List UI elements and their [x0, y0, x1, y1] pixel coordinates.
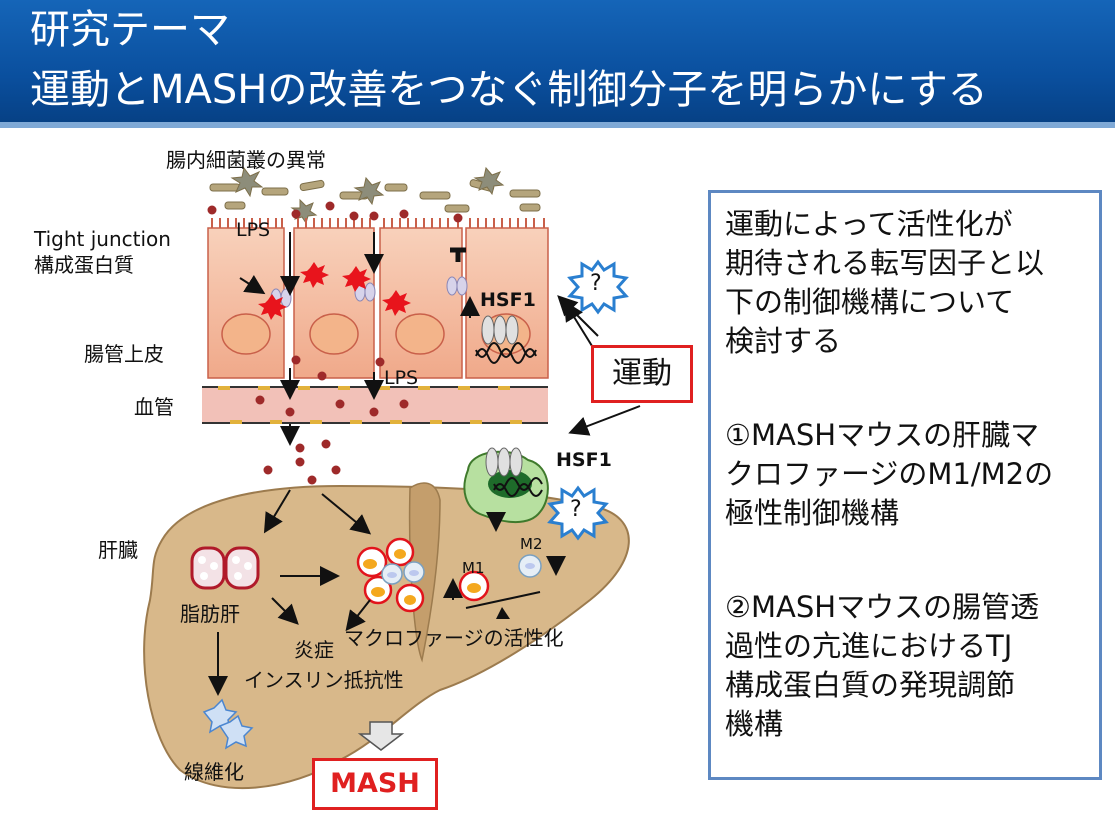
dysbiosis-label: 腸内細菌叢の異常 [166, 148, 326, 172]
hsf1-label-top: HSF1 [480, 289, 536, 311]
hsf1-trimer-liver [485, 447, 523, 477]
mash-down-arrow [357, 721, 405, 751]
panel-line: 過性の亢進におけるTJ [725, 629, 1013, 663]
title-line-1: 研究テーマ [30, 7, 230, 53]
tight-junction-label-jp: 構成蛋白質 [34, 253, 134, 277]
m2-label: M2 [520, 535, 543, 553]
flow-arrows [208, 232, 641, 696]
fatty-liver-label: 脂肪肝 [180, 602, 240, 626]
mash-box: MASH [312, 758, 438, 810]
panel-line: 構成蛋白質の発現調節 [725, 668, 1016, 702]
panel-line: 機構 [725, 707, 784, 741]
lps-particles [207, 201, 463, 543]
m1-label: M1 [462, 559, 485, 577]
blood-vessel-label: 血管 [134, 395, 174, 419]
balance-fulcrum [496, 607, 510, 619]
title-line-2: 運動とMASHの改善をつなぐ制御分子を明らかにする [30, 67, 988, 113]
panel-line: 下の制御機構について [725, 285, 1015, 319]
tight-junction-label-en: Tight junction [34, 227, 171, 251]
research-aims-panel: 運動によって活性化が 期待される転写因子と以 下の制御機構について 検討する ①… [708, 190, 1102, 780]
panel-line: 期待される転写因子と以 [725, 246, 1045, 280]
question-burst-top [567, 259, 629, 315]
question-mark-bottom: ? [570, 497, 582, 522]
lps-label-top: LPS [236, 219, 271, 241]
balance-lever [465, 591, 541, 609]
panel-line: 極性制御機構 [725, 496, 900, 530]
question-mark-top: ? [590, 271, 602, 296]
liver-label: 肝臓 [98, 538, 138, 562]
inflammation-label: 炎症 [294, 638, 334, 662]
liver-shape [143, 484, 630, 790]
panel-line: クロファージのM1/M2の [725, 457, 1054, 491]
panel-line: 運動によって活性化が [725, 207, 1013, 241]
m2-macrophage [518, 554, 542, 578]
exercise-box: 運動 [591, 345, 693, 403]
lps-label-mid: LPS [384, 367, 419, 389]
m1-macrophage [458, 570, 490, 602]
question-burst-bottom [547, 485, 609, 541]
intestinal-epithelium-label: 腸管上皮 [84, 342, 164, 366]
macrophage-cluster [356, 537, 425, 613]
kupffer-nucleus [488, 470, 532, 498]
panel-line: 検討する [725, 324, 842, 358]
fibrosis-label: 線維化 [184, 760, 244, 784]
banner-underline [0, 122, 1115, 128]
fatty-liver-cells [190, 546, 260, 590]
title-banner: 研究テーマ 運動とMASHの改善をつなぐ制御分子を明らかにする [0, 0, 1115, 128]
panel-line: ②MASHマウスの腸管透 [725, 590, 1040, 624]
fibrosis-cells [202, 698, 254, 750]
insulin-resistance-label: インスリン抵抗性 [244, 668, 404, 692]
macrophage-activation-label: マクロファージの活性化 [344, 626, 564, 650]
intestinal-epithelium [207, 218, 549, 379]
hsf1-label-bottom: HSF1 [556, 449, 612, 471]
panel-line: ①MASHマウスの肝臓マ [725, 418, 1040, 452]
gut-bacteria [209, 166, 541, 225]
